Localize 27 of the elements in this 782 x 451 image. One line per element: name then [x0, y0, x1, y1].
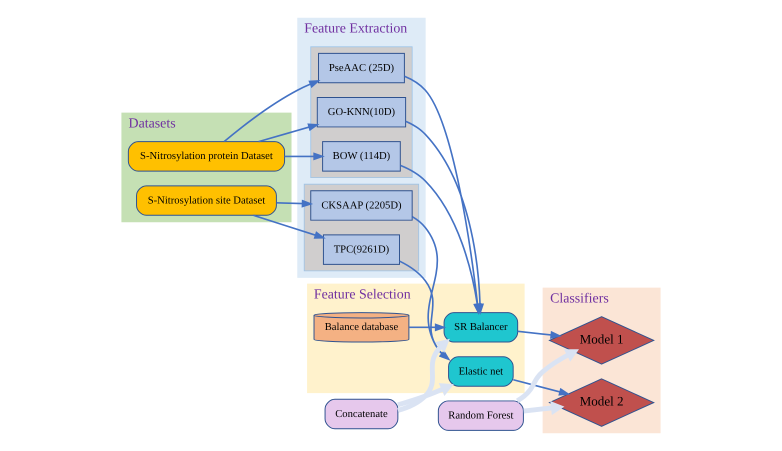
arrow: [518, 330, 562, 339]
node-box: GO-KNN(10D): [316, 97, 406, 128]
cluster: [310, 46, 413, 178]
arrow: [253, 214, 326, 239]
node-box: S-Nitrosylation protein Dataset: [128, 141, 286, 172]
node-box: CKSAAP (2205D): [310, 190, 413, 221]
node-box: SR Balancer: [444, 312, 518, 343]
node-box: TPC(9261D): [322, 234, 400, 265]
node-box: S-Nitrosylation site Dataset: [136, 185, 277, 216]
arrow: [409, 323, 446, 332]
cluster: [304, 184, 420, 272]
arrow: [224, 80, 321, 142]
arrow: [412, 216, 450, 361]
arrow: [523, 401, 564, 416]
arrow: [513, 378, 570, 396]
arrow: [258, 123, 320, 142]
arrow: [399, 260, 450, 360]
node-box: Random Forest: [438, 400, 524, 431]
arrow: [397, 383, 454, 408]
arrow: [397, 338, 450, 413]
node-box: Concatenate: [324, 398, 398, 430]
node-box: PseAAC (25D): [318, 52, 405, 84]
arrow: [276, 200, 314, 208]
arrow: [284, 152, 325, 160]
node-box: BOW (114D): [322, 141, 401, 172]
arrow: [516, 349, 579, 403]
node-box: Elastic net: [448, 356, 514, 387]
